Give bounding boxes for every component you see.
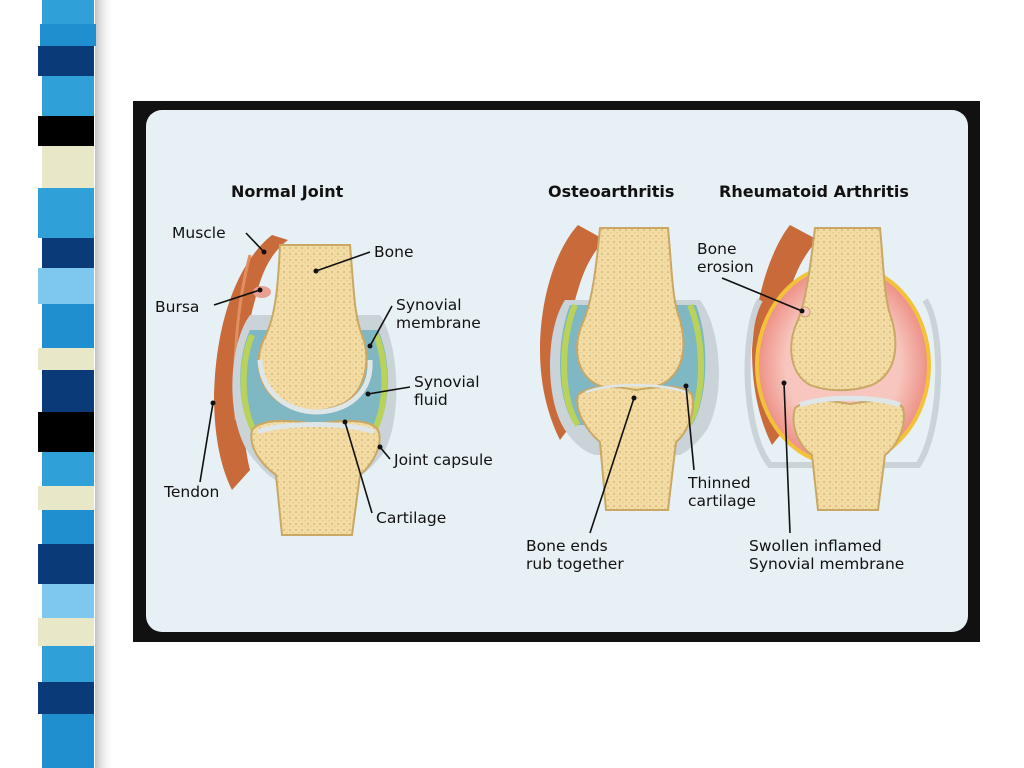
leader-muscle — [245, 232, 265, 253]
leader-bursa — [213, 289, 261, 306]
rheum-lower-bone — [792, 399, 905, 511]
leader-synovial-fluid — [367, 386, 411, 395]
osteoarthritis-illustration — [540, 225, 719, 511]
stripe-block — [38, 348, 94, 370]
leader-thinned-cartilage — [685, 385, 695, 471]
leader-cartilage — [344, 421, 373, 514]
stripe-block — [42, 646, 94, 682]
label-synovial-fluid: Synovial fluid — [414, 373, 485, 409]
stripe-block — [40, 24, 96, 46]
label-synovial-fluid-line1: Synovial — [414, 373, 480, 391]
stripe-block — [42, 76, 94, 116]
label-bursa: Bursa — [155, 298, 199, 316]
label-synovial-membrane-line1: Synovial — [396, 296, 462, 314]
leader-tendon — [199, 402, 214, 483]
stripe-block — [42, 584, 94, 618]
label-bone-ends: Bone ends rub together — [526, 537, 624, 573]
label-bone: Bone — [374, 243, 413, 261]
label-tendon: Tendon — [163, 483, 219, 501]
rheumatoid-illustration — [744, 225, 942, 511]
stripe-block — [42, 0, 94, 24]
osteoarthritis-title: Osteoarthritis — [548, 182, 674, 201]
label-bone-ends-line1: Bone ends — [526, 537, 608, 555]
label-bone-erosion-line2: erosion — [697, 258, 754, 276]
stripe-block — [42, 304, 94, 348]
leader-bone-erosion — [721, 277, 803, 312]
stripe-block — [42, 510, 94, 544]
label-muscle: Muscle — [172, 224, 226, 242]
normal-joint-illustration — [214, 235, 397, 536]
stripe-block — [38, 682, 94, 714]
label-cartilage: Cartilage — [376, 509, 446, 527]
leader-bone-ends — [589, 397, 635, 534]
decorative-color-stripe — [30, 0, 115, 768]
stripe-block — [38, 116, 94, 146]
stripe-block — [38, 412, 94, 452]
leader-bone — [315, 251, 371, 272]
label-swollen-membrane-line1: Swollen inflamed — [749, 537, 882, 555]
stripe-block — [42, 146, 94, 188]
stripe-block — [42, 238, 94, 268]
normal-lower-bone — [250, 419, 381, 536]
label-bone-ends-line2: rub together — [526, 555, 624, 573]
label-joint-capsule: Joint capsule — [393, 451, 493, 469]
leader-joint-capsule — [379, 446, 391, 460]
osteo-lower-bone — [576, 385, 694, 511]
label-synovial-membrane: Synovial membrane — [396, 296, 481, 332]
stripe-block — [42, 370, 94, 412]
normal-bursa — [253, 286, 271, 298]
stripe-block — [38, 46, 94, 76]
stripe-block — [42, 452, 94, 486]
stripe-block — [42, 714, 94, 768]
rheumatoid-arthritis-title: Rheumatoid Arthritis — [719, 182, 909, 201]
label-thinned-cartilage: Thinned cartilage — [687, 474, 756, 510]
stripe-block — [38, 618, 94, 646]
label-swollen-membrane: Swollen inflamed Synovial membrane — [749, 537, 904, 573]
leader-synovial-membrane — [369, 305, 393, 347]
normal-joint-title: Normal Joint — [231, 182, 344, 201]
stripe-block — [38, 544, 94, 584]
label-bone-erosion: Bone erosion — [697, 240, 754, 276]
label-swollen-membrane-line2: Synovial membrane — [749, 555, 904, 573]
label-bone-erosion-line1: Bone — [697, 240, 736, 258]
stripe-block — [38, 268, 94, 304]
leader-swollen-membrane — [783, 382, 791, 534]
label-thinned-cartilage-line2: cartilage — [688, 492, 756, 510]
label-synovial-fluid-line2: fluid — [414, 391, 448, 409]
label-synovial-membrane-line2: membrane — [396, 314, 481, 332]
stripe-block — [38, 188, 94, 238]
label-thinned-cartilage-line1: Thinned — [687, 474, 751, 492]
stripe-block — [38, 486, 94, 510]
